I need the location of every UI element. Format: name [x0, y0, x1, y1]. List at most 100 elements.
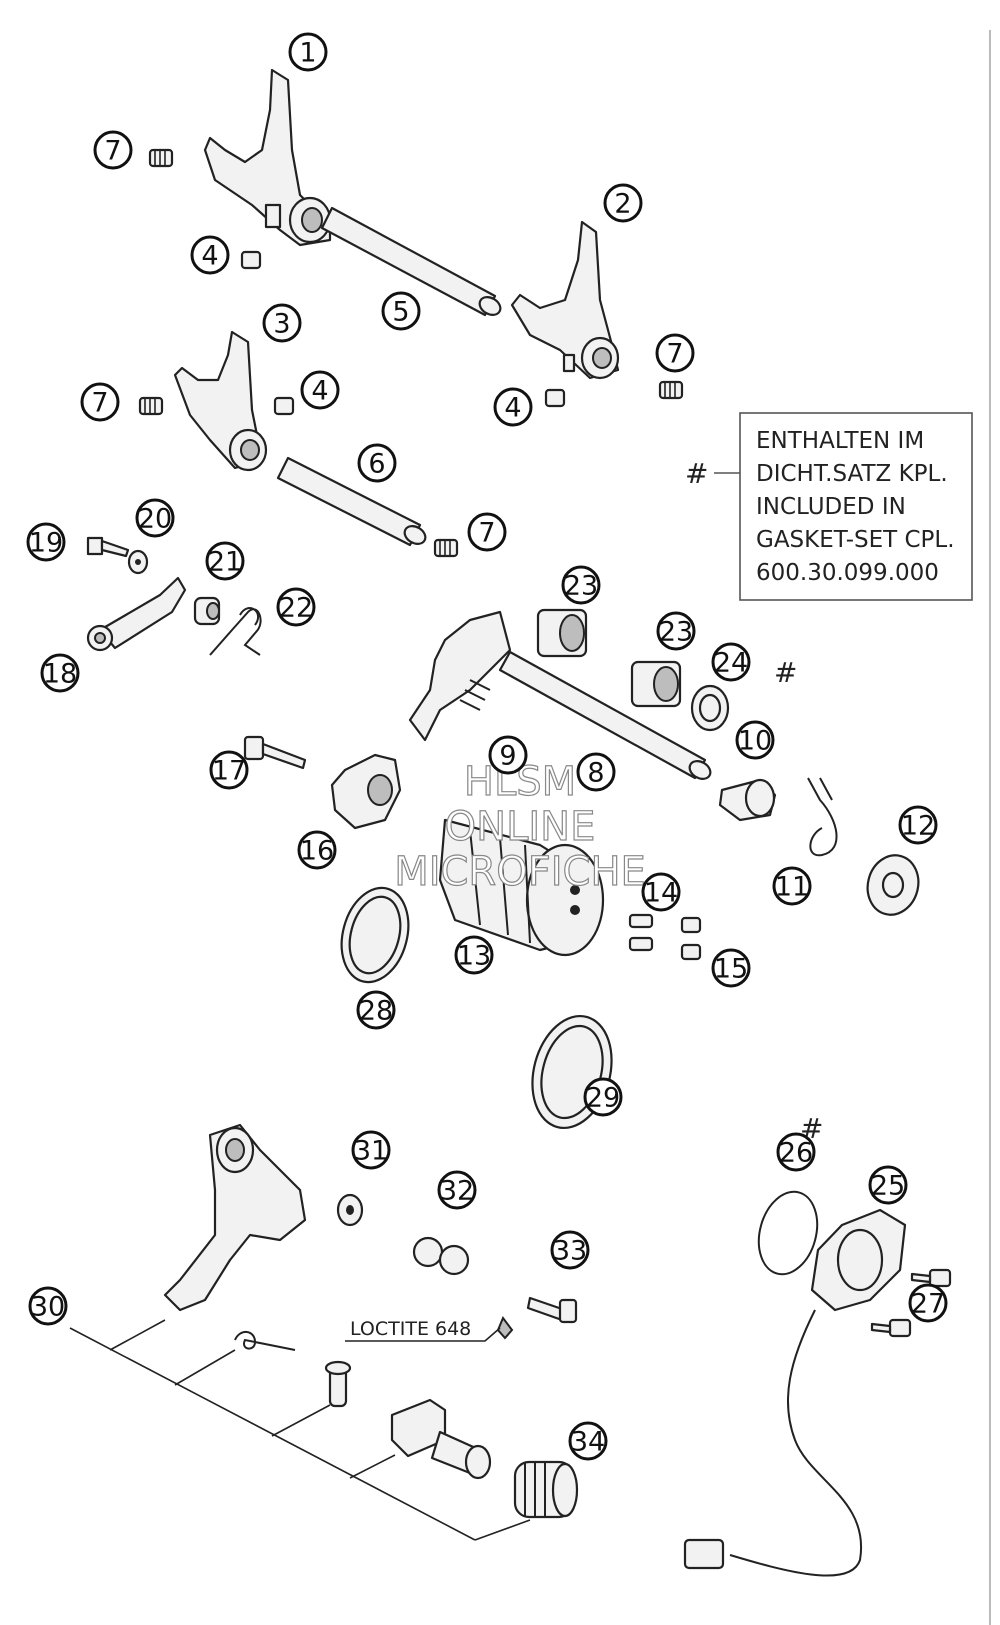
callout-number: 12 — [901, 811, 935, 842]
callout-circle — [467, 512, 507, 552]
callout-31: 31 — [351, 1130, 391, 1170]
callout-number: 9 — [499, 741, 516, 772]
note-line-4: GASKET-SET CPL. — [756, 527, 955, 553]
callout-24: 24 — [711, 642, 751, 682]
screws-27 — [870, 1268, 952, 1338]
springs-14 — [628, 913, 654, 952]
shift-fork-1 — [203, 68, 332, 247]
callout-number: 22 — [279, 593, 313, 624]
shift-fork-3 — [173, 330, 268, 472]
callout-circle — [40, 653, 80, 693]
callout-32: 32 — [437, 1170, 477, 1210]
pin — [324, 1360, 352, 1408]
part-10 — [718, 778, 777, 822]
callout-number: 5 — [392, 297, 409, 328]
callout-5: 5 — [381, 291, 421, 331]
callout-circle — [561, 565, 601, 605]
bearing-23a — [536, 608, 588, 658]
callout-23: 23 — [656, 611, 696, 651]
callout-circle — [276, 587, 316, 627]
shift-cam-16 — [330, 753, 402, 830]
callout-number: 1 — [299, 38, 316, 69]
callout-21: 21 — [205, 541, 245, 581]
callout-circle — [437, 1170, 477, 1210]
callout-33: 33 — [550, 1230, 590, 1270]
callout-circle — [656, 611, 696, 651]
note-line-2: DICHT.SATZ KPL. — [756, 461, 948, 487]
assembly-lines-30 — [69, 1319, 531, 1541]
callout-number: 7 — [104, 136, 121, 167]
callout-number: 27 — [911, 1289, 945, 1320]
callout-number: 26 — [779, 1138, 813, 1169]
callout-20: 20 — [135, 498, 175, 538]
callout-number: 17 — [212, 756, 246, 787]
callout-4: 4 — [493, 387, 533, 427]
callout-number: 19 — [29, 528, 63, 559]
bearing-23b — [630, 660, 682, 708]
callout-circle — [262, 303, 302, 343]
callout-23: 23 — [561, 565, 601, 605]
callout-circle — [26, 522, 66, 562]
callout-30: 30 — [28, 1286, 68, 1326]
callout-number: 8 — [587, 758, 604, 789]
callout-circle — [488, 735, 528, 775]
callout-circle — [357, 443, 397, 483]
callout-circle — [28, 1286, 68, 1326]
lockwashers-32 — [412, 1236, 470, 1276]
note-line-5: 600.30.099.000 — [756, 560, 939, 586]
washer-12 — [866, 854, 920, 916]
callout-number: 10 — [738, 726, 772, 757]
spring-11 — [807, 777, 838, 857]
callout-circle — [641, 872, 681, 912]
pins-15 — [680, 916, 702, 961]
callout-19: 19 — [26, 522, 66, 562]
callout-circle — [381, 291, 421, 331]
callout-circle — [300, 370, 340, 410]
callout-number: 32 — [440, 1176, 474, 1207]
spring-22 — [209, 607, 262, 656]
callout-12: 12 — [898, 805, 938, 845]
callout-10: 10 — [735, 720, 775, 760]
sensor-25 — [683, 1208, 907, 1577]
callout-number: 20 — [138, 504, 172, 535]
callout-number: 21 — [208, 547, 242, 578]
spring-7d — [433, 538, 459, 558]
callout-circle — [209, 750, 249, 790]
callout-number: 18 — [43, 659, 77, 690]
bolt-19 — [86, 536, 130, 558]
callout-7: 7 — [80, 382, 120, 422]
seal-24 — [690, 684, 730, 732]
spring-7b — [138, 396, 164, 416]
callout-number: 7 — [478, 518, 495, 549]
roller-4c — [544, 388, 566, 408]
callout-8: 8 — [576, 752, 616, 792]
callout-7: 7 — [655, 333, 695, 373]
lever-18 — [86, 576, 187, 652]
callout-number: 23 — [564, 571, 598, 602]
callout-number: 28 — [359, 996, 393, 1027]
callout-9: 9 — [488, 735, 528, 775]
callout-14: 14 — [641, 872, 681, 912]
callout-number: 29 — [586, 1083, 620, 1114]
callout-29: 29 — [583, 1077, 623, 1117]
watermark: HLSM ONLINE MICROFICHE — [394, 758, 647, 895]
gasket-set-note: # ENTHALTEN IM DICHT.SATZ KPL. INCLUDED … — [685, 412, 973, 601]
callout-circle — [735, 720, 775, 760]
callout-number: 33 — [553, 1236, 587, 1267]
note-hash-marker: # — [685, 457, 708, 490]
shift-drum-13 — [438, 818, 605, 957]
callout-15: 15 — [711, 948, 751, 988]
callout-circle — [351, 1130, 391, 1170]
callout-circle — [190, 235, 230, 275]
callout-26: 26 — [776, 1132, 816, 1172]
callout-number: 25 — [871, 1171, 905, 1202]
callout-13: 13 — [454, 935, 494, 975]
callout-circle — [576, 752, 616, 792]
sleeve-21 — [193, 596, 221, 626]
shift-rod-5 — [320, 206, 502, 317]
loctite-text: LOCTITE 648 — [350, 1318, 471, 1340]
callout-circle — [288, 32, 328, 72]
callout-circle — [711, 948, 751, 988]
callout-number: 7 — [91, 388, 108, 419]
